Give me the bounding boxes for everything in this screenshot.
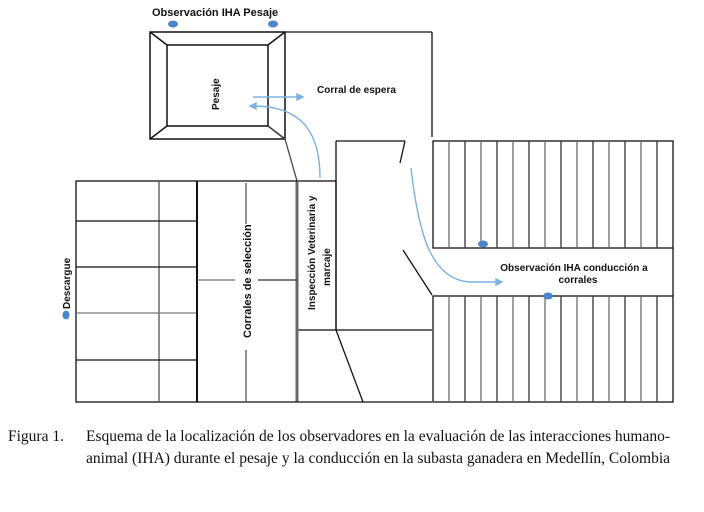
label-obs-conduccion-2: corrales (559, 275, 598, 286)
middle-corridor (335, 140, 433, 403)
observer-pesaje-left (168, 20, 178, 28)
caption-number: Figura 1. (8, 428, 64, 445)
corral-espera (285, 31, 433, 137)
figure-caption: Figura 1. Esquema de la localización de … (8, 426, 698, 470)
label-inspeccion-2: marcaje (322, 248, 333, 286)
flow-arrows-pesaje (248, 92, 321, 179)
label-inspeccion-1: Inspección Veterinaria y (307, 195, 318, 310)
pens-upper (432, 140, 674, 296)
caption-text: Esquema de la localización de los observ… (86, 428, 671, 467)
label-descargue: Descargue (62, 257, 73, 309)
pen-block-outline (432, 295, 674, 403)
label-observacion-pesaje: Observación IHA Pesaje (152, 7, 278, 19)
label-pesaje: Pesaje (211, 78, 222, 110)
pen-block-outline (432, 140, 674, 249)
observer-pesaje-right (268, 20, 278, 28)
pesaje-box (149, 31, 286, 140)
pens-lower (432, 295, 674, 403)
label-corral-espera: Corral de espera (317, 85, 396, 96)
observer-descargue (62, 310, 70, 320)
observer-conduccion-upper (478, 240, 488, 248)
observer-conduccion-lower (543, 292, 553, 300)
facility-diagram: Observación IHA Pesaje Pesaje Corral de … (62, 7, 674, 403)
chute-funnel (267, 125, 298, 182)
label-corrales-seleccion: Corrales de selección (242, 224, 254, 338)
label-obs-conduccion-1: Observación IHA conducción a (500, 263, 648, 274)
flow-arrow-conduccion (410, 167, 504, 287)
descargue-pens (75, 180, 198, 403)
corrales-seleccion (197, 180, 432, 403)
